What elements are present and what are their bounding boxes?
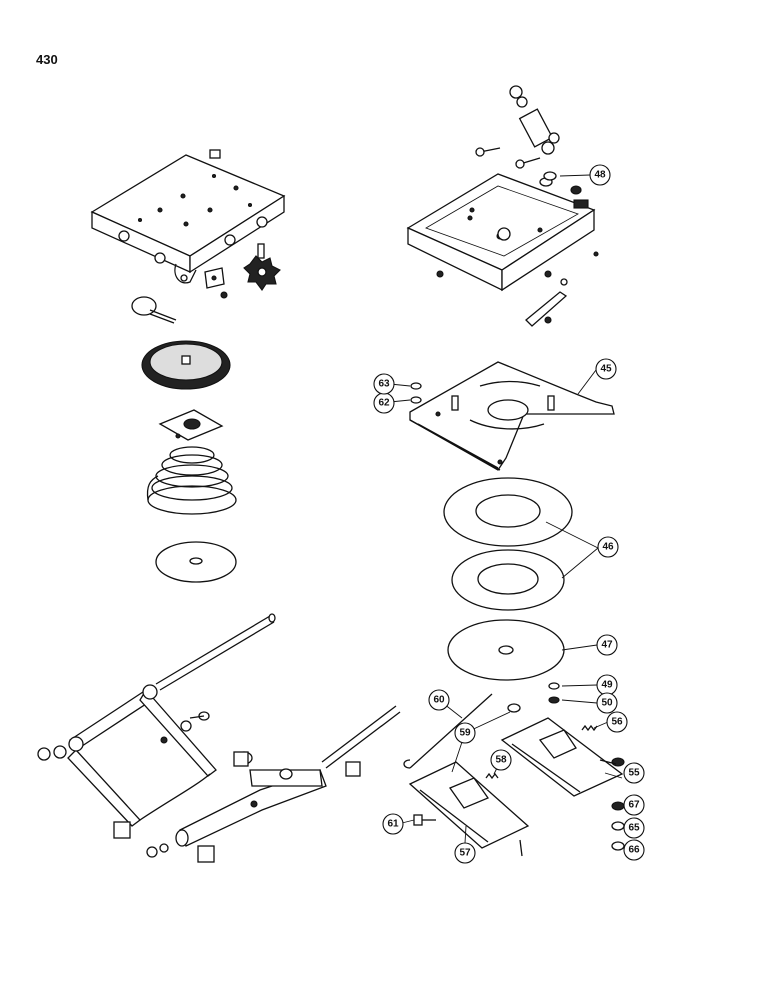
- lower-seat-frame: [406, 173, 599, 292]
- coil-spring: [146, 446, 237, 515]
- seat-rail-upper: [500, 717, 625, 797]
- shock-bolts: [475, 147, 541, 169]
- callout-50: 50: [596, 692, 618, 714]
- bearing-plate: [158, 409, 224, 441]
- callout-60-label: 60: [433, 695, 445, 706]
- callout-58-label: 58: [495, 755, 507, 766]
- hardware-48: [543, 171, 582, 195]
- swivel-top-plate: [409, 361, 615, 471]
- callout-65: 65: [623, 817, 645, 839]
- callout-45-label: 45: [600, 364, 612, 375]
- callout-58: 58: [490, 749, 512, 771]
- adjuster-bracket: [204, 267, 228, 299]
- callout-59-label: 59: [459, 728, 471, 739]
- bolt-61: [413, 814, 436, 826]
- friction-washer-upper: [443, 477, 573, 547]
- callout-50-label: 50: [601, 698, 613, 709]
- callout-59: 59: [454, 722, 476, 744]
- callout-57-label: 57: [459, 848, 471, 859]
- callout-66: 66: [623, 839, 645, 861]
- seat-rail-lower: [408, 761, 530, 857]
- callout-67-label: 67: [628, 800, 640, 811]
- callout-55: 55: [623, 762, 645, 784]
- upper-seat-frame: [90, 149, 286, 284]
- callout-56-label: 56: [611, 717, 623, 728]
- callout-61: 61: [382, 813, 404, 835]
- base-plate-disc: [447, 619, 565, 681]
- callout-48-label: 48: [594, 170, 606, 181]
- callout-55-label: 55: [628, 768, 640, 779]
- callout-65-label: 65: [628, 823, 640, 834]
- callout-57: 57: [454, 842, 476, 864]
- actuating-rod: [403, 693, 493, 769]
- callout-46-label: 46: [602, 542, 614, 553]
- spindle-bolt: [131, 296, 177, 324]
- thrust-washer: [155, 541, 237, 583]
- callout-63: 63: [373, 373, 395, 395]
- callout-47: 47: [596, 634, 618, 656]
- callout-67: 67: [623, 794, 645, 816]
- page-number: 430: [36, 52, 58, 67]
- callout-45: 45: [595, 358, 617, 380]
- callout-61-label: 61: [387, 819, 399, 830]
- scissor-linkage: [37, 613, 401, 863]
- rail-springs: [485, 724, 598, 780]
- callout-60: 60: [428, 689, 450, 711]
- small-washers: [507, 682, 560, 713]
- release-lever: [525, 278, 568, 327]
- friction-washer-lower: [451, 549, 565, 611]
- callout-63-label: 63: [378, 379, 390, 390]
- callout-49-label: 49: [601, 680, 613, 691]
- hardware-65-66-67: [611, 801, 625, 851]
- hardware-62-63: [410, 382, 422, 404]
- callout-62: 62: [373, 392, 395, 414]
- callout-49: 49: [596, 674, 618, 696]
- callout-48: 48: [589, 164, 611, 186]
- callout-47-label: 47: [601, 640, 613, 651]
- callout-66-label: 66: [628, 845, 640, 856]
- sprocket-gear: [141, 340, 231, 390]
- callout-56: 56: [606, 711, 628, 733]
- callout-62-label: 62: [378, 398, 390, 409]
- star-knob: [243, 243, 281, 291]
- callout-46: 46: [597, 536, 619, 558]
- shock-absorber: [509, 85, 560, 155]
